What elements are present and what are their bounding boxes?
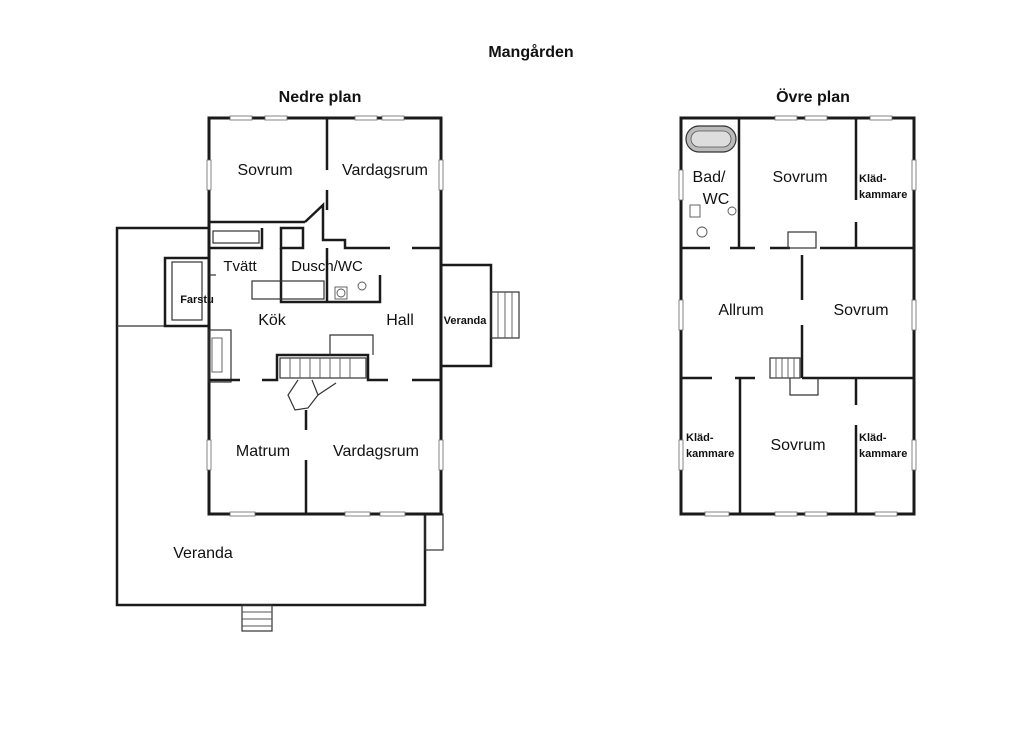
veranda-bottom-steps bbox=[241, 604, 273, 632]
veranda-large-outline bbox=[115, 226, 427, 607]
room-sovrum-top: Sovrum bbox=[772, 169, 827, 186]
room-allrum: Allrum bbox=[718, 302, 763, 319]
kitchen-counter bbox=[251, 280, 325, 300]
room-sovrum: Sovrum bbox=[237, 162, 292, 179]
upper-bathroom bbox=[681, 118, 741, 250]
room-klad-right-line1: Kläd- bbox=[859, 432, 887, 444]
shower-icon bbox=[357, 281, 367, 291]
upper-outer-walls bbox=[679, 116, 916, 516]
toilet-icon bbox=[689, 204, 701, 218]
room-bad-line2: WC bbox=[703, 191, 730, 208]
room-sovrum-mid: Sovrum bbox=[833, 302, 888, 319]
room-dusch-wc: Dusch/WC bbox=[291, 258, 363, 275]
room-hall: Hall bbox=[386, 312, 414, 329]
room-veranda-small: Veranda bbox=[444, 315, 488, 327]
upper-plan-title: Övre plan bbox=[776, 87, 850, 106]
room-klad-right-line2: kammare bbox=[859, 448, 907, 460]
toilet-icon bbox=[334, 286, 348, 300]
shower-icon bbox=[696, 226, 708, 238]
room-farstu: Farstu bbox=[180, 294, 214, 306]
room-veranda-large: Veranda bbox=[173, 545, 233, 562]
room-klad-top-line2: kammare bbox=[859, 189, 907, 201]
room-vardagsrum-top: Vardagsrum bbox=[342, 162, 428, 179]
veranda-side-steps bbox=[424, 513, 444, 551]
veranda-small-steps bbox=[490, 291, 520, 339]
upper-staircase bbox=[769, 357, 819, 396]
upper-floor-plan: Bad/ WC Sovrum Kläd- kammare Allrum Sovr… bbox=[678, 115, 917, 517]
room-klad-left-line1: Kläd- bbox=[686, 432, 714, 444]
lower-staircase bbox=[262, 334, 388, 411]
room-klad-top-line1: Kläd- bbox=[859, 173, 887, 185]
room-matrum: Matrum bbox=[236, 443, 290, 460]
lower-plan-title: Nedre plan bbox=[279, 89, 362, 106]
main-title: Mangården bbox=[488, 43, 573, 61]
room-sovrum-bottom: Sovrum bbox=[770, 437, 825, 454]
room-kok: Kök bbox=[258, 312, 287, 329]
room-klad-left-line2: kammare bbox=[686, 448, 734, 460]
room-bad-line1: Bad/ bbox=[693, 169, 726, 186]
room-vardagsrum-bottom: Vardagsrum bbox=[333, 443, 419, 460]
lower-floor-plan: Sovrum Vardagsrum Tvätt Dusch/WC Farstu … bbox=[115, 115, 520, 632]
room-tvatt: Tvätt bbox=[223, 258, 257, 275]
